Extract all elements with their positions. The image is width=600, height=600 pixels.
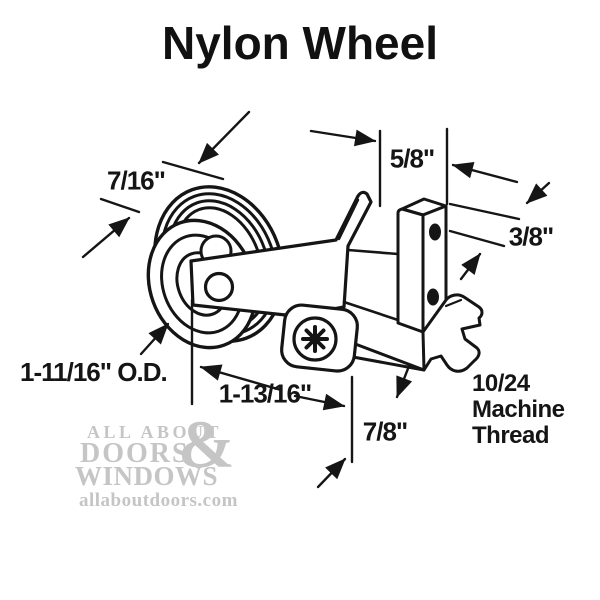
dimension-arrow (316, 457, 347, 489)
watermark-ampersand: & (178, 406, 235, 482)
foot-hook-inner-edge (444, 298, 463, 308)
dimension-tick (448, 202, 521, 221)
dimension-arrow (139, 322, 170, 356)
dimension-arrow (451, 162, 519, 184)
dimension-arrow (81, 216, 131, 259)
thread-spec-note: 10/24 Machine Thread (472, 371, 565, 449)
dimension-label-tab-width: 5/8" (389, 143, 435, 174)
watermark-windows: WINDOWS (75, 461, 219, 491)
bracket-tab-inner-edge (337, 198, 360, 241)
thread-spec-line1: 10/24 (472, 370, 530, 397)
dimension-label-post-depth: 3/8" (508, 221, 554, 252)
bracket-housing (189, 190, 484, 373)
dimension-label-foot-height: 7/8" (362, 416, 408, 447)
dimension-tick (99, 197, 141, 214)
bracket-plate (189, 190, 373, 318)
dimension-label-body-length: 1-13/16" (218, 378, 313, 409)
dimension-label-outer-diameter: 1-11/16" O.D. (20, 357, 168, 387)
axle-hole (203, 271, 235, 303)
dimension-label-wheel-width: 7/16" (107, 165, 166, 196)
dimension-arrow (197, 110, 251, 165)
foot-hook (421, 293, 484, 373)
dimension-lines (81, 110, 551, 489)
watermark-all-about: ALL ABOUT (87, 422, 223, 442)
dimension-tick (161, 160, 225, 181)
watermark-doors: DOORS (80, 438, 190, 469)
watermark-website: allaboutdoors.com (79, 490, 238, 511)
dimension-arrow (199, 364, 283, 392)
housing-fold-bottom (342, 300, 400, 322)
post-screw-hole-bottom (427, 288, 439, 306)
thread-spec-line3: Thread (472, 422, 550, 449)
post-screw-hole-top (429, 223, 441, 241)
post-front-face (396, 207, 425, 334)
dimension-arrow (459, 252, 482, 281)
dimension-arrow (395, 364, 413, 399)
dimension-arrow (309, 129, 377, 147)
page-title: Nylon Wheel (161, 17, 439, 69)
dimension-tick (448, 229, 506, 248)
housing-fold-top (346, 248, 400, 256)
screw-star-icon (301, 325, 329, 353)
thread-spec-line2: Machine (472, 396, 565, 423)
dimension-arrow (525, 181, 551, 205)
dimension-arrow (293, 393, 346, 411)
